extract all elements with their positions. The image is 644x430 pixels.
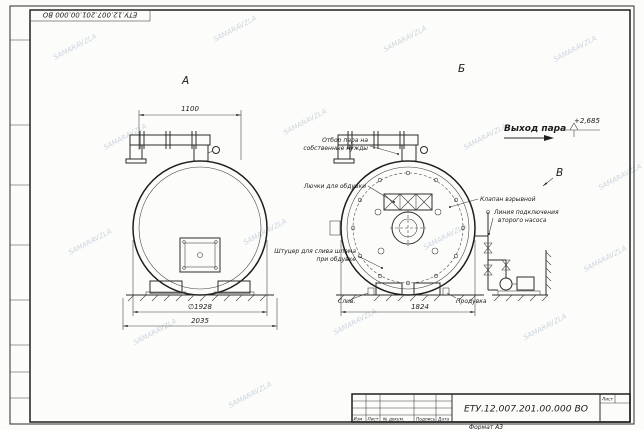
dim-1100: 1100 [138,105,242,160]
watermark: SAMARAVZLA [102,122,148,152]
titleblock-col-sign: Подпись [416,417,436,423]
format-label: Формат А3 [469,424,503,430]
watermark: SAMARAVZLA [52,32,98,62]
ground-hatch [493,294,549,302]
watermark: SAMARAVZLA [227,380,273,410]
note-explosion-valve: Клапан взрывной [480,196,536,203]
wall-hatch [545,251,552,290]
note-drain: Слив. [338,298,355,305]
nozzles [329,208,450,296]
watermark: SAMARAVZLA [582,244,628,274]
titleblock-sheet-label: Лист [601,397,613,403]
titleblock-col-izm: Изм [354,417,363,423]
note-steam-tap-1: Отбор пара на [322,137,368,144]
rear-supports [336,282,484,302]
note-steam-outlet: Выход пара [504,124,566,134]
motor-body [516,276,535,291]
watermark: SAMARAVZLA [552,34,598,64]
note-blowdown: Продувка [456,298,487,305]
rear-annotations: Отбор пара на собственные нужды Лючки дл… [274,137,559,305]
watermark: SAMARAVZLA [462,122,508,152]
valve-handwheel [420,146,428,154]
dim-1824: 1824 [340,240,476,316]
watermark: SAMARAVZLA [212,14,258,44]
steam-direction-arrow [544,135,554,141]
watermark: SAMARAVZLA [132,317,178,347]
watermark: SAMARAVZLA [597,162,643,192]
watermark: SAMARAVZLA [67,227,113,257]
dim-diameter: ∅1928 [132,240,268,316]
titleblock-col-list: Лист [367,417,379,423]
title-block: Изм Лист № докум. Подпись Дата ЕТУ.12.00… [351,393,631,430]
view-label-b: Б [458,63,465,75]
watermark: SAMARAVZLA [282,107,328,137]
note-sludge-1: Штуцер для слива шлама [274,248,356,255]
titleblock-designation: ЕТУ.12.007.201.00.000 ВО [464,404,588,415]
bolt-ring [350,170,466,286]
ground-hatch [127,294,267,302]
dim-1100-value: 1100 [181,105,199,113]
blow-hatches [383,193,433,211]
watermark: SAMARAVZLA [332,307,378,337]
pump-assembly [475,210,552,302]
front-steam-piping [125,131,220,164]
centre-manhole [390,210,426,246]
elevation-mark [562,122,600,137]
watermark: SAMARAVZLA [382,24,428,54]
dim-2035: 2035 [122,298,278,330]
rear-view: Б [274,63,559,316]
furnace-door [179,237,221,273]
note-sludge-2: при обдувке [317,256,357,263]
steam-outlet-callout: Выход пара +2,685 В [504,117,600,187]
valve-handwheel [212,146,220,154]
ground-hatch [337,294,477,302]
elevation-value: +2,685 [574,117,600,125]
dim-diameter-value: ∅1928 [188,303,212,311]
note-pump-line-2: второго насоса [498,217,547,224]
dim-1824-value: 1824 [411,303,429,311]
view-label-a: А [181,75,189,87]
watermark: SAMARAVZLA [522,312,568,342]
rear-steam-piping [333,131,428,164]
dim-2035-value: 2035 [191,317,209,325]
valve-symbol [483,242,493,276]
titleblock-col-date: Дата [437,417,449,423]
titleblock-col-doc: № докум. [382,417,404,423]
note-steam-tap-2: собственные нужды [303,145,368,152]
front-view: А [122,75,278,330]
watermark: SAMARAVZLA [422,222,468,252]
pump-body [499,277,513,291]
front-supports [126,280,274,302]
note-hatches: Лючки для обдувки [303,183,366,190]
sheet-frame: ЕТУ.12.007.201.00.000 ВО [9,5,635,425]
note-pump-line-1: Линия подключения [493,209,559,216]
view-label-v: В [556,167,563,179]
designation-rotated: ЕТУ.12.007.201.00.000 ВО [42,11,137,19]
